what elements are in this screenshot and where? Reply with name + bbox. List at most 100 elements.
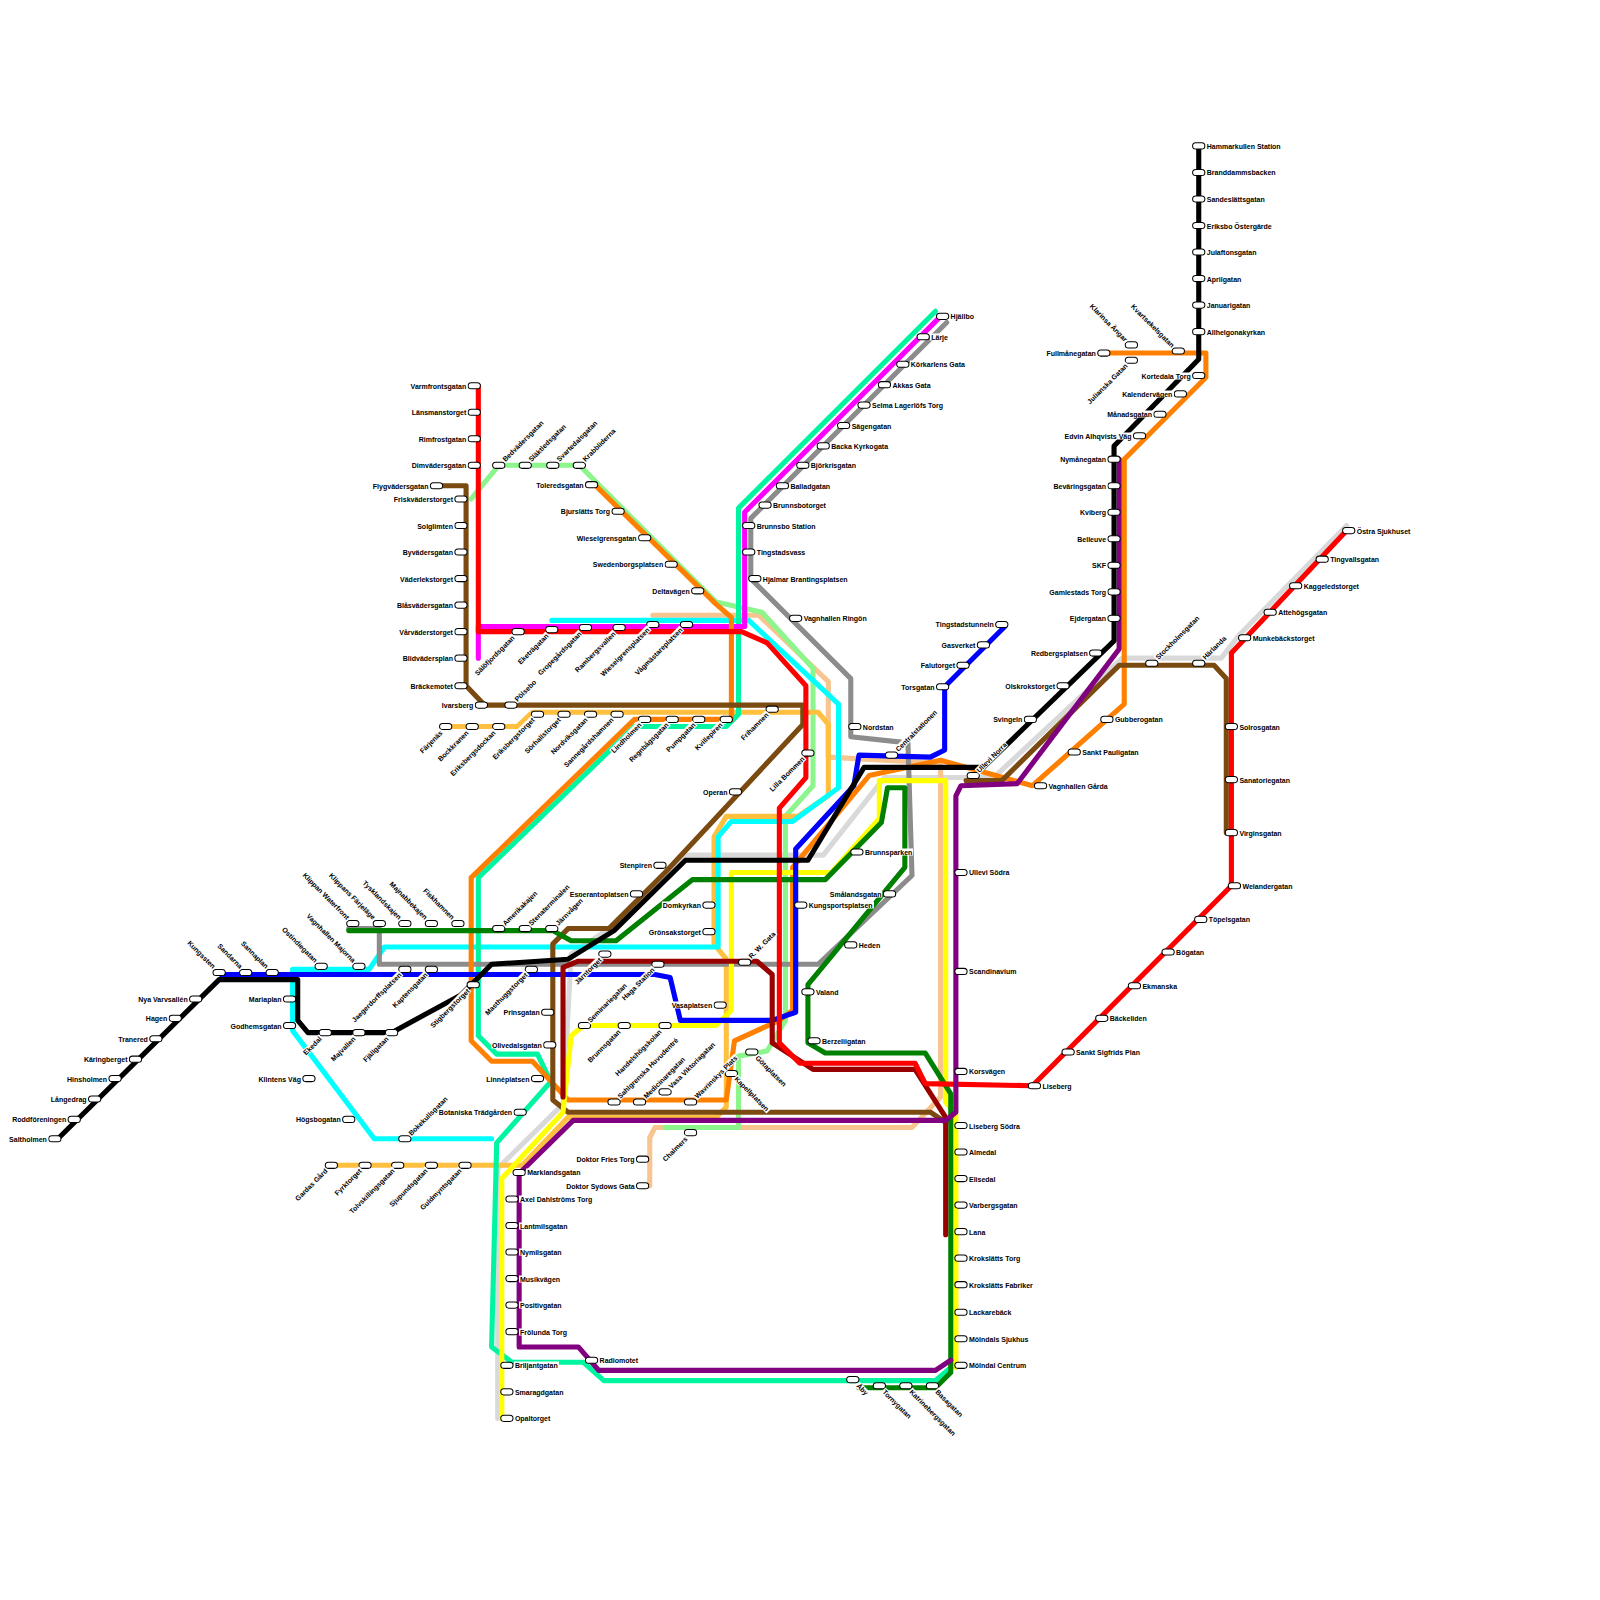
station-label: Seminariegatan: [586, 981, 629, 1024]
stop-marker: [1193, 660, 1205, 666]
station-label: Redbergsplatsen: [1030, 650, 1089, 657]
stop-marker: [468, 436, 480, 442]
stop-marker: [955, 1122, 967, 1128]
stop-marker: [1193, 143, 1205, 149]
station-label: Krokslätts Torg: [968, 1255, 1021, 1262]
station-label: Brunnsparken: [864, 849, 913, 856]
stop-marker: [652, 961, 664, 967]
station-label: Brunnsbotorget: [772, 502, 827, 509]
stop-marker: [618, 1022, 630, 1028]
station-label: Sannegårdshamnen: [562, 716, 616, 770]
station-label: Fullmånegatan: [1045, 350, 1096, 357]
stop-marker: [612, 508, 624, 514]
station-label: Krokslätts Fabriker: [968, 1281, 1034, 1288]
stop-marker: [440, 723, 452, 729]
stop-marker: [885, 752, 897, 758]
station-label: Stigbergstorget: [428, 986, 471, 1029]
stop-marker: [353, 963, 365, 969]
stop-marker: [955, 1176, 967, 1182]
stop-marker: [475, 702, 487, 708]
station-label: Dimvädersgatan: [411, 462, 467, 469]
stop-marker: [684, 1130, 696, 1136]
station-label: Briljantgatan: [514, 1362, 559, 1369]
station-label: Branddammsbacken: [1206, 169, 1277, 176]
station-label: Edvin Alhqvists Väg: [1064, 432, 1133, 439]
stop-marker: [1057, 683, 1069, 689]
stop-marker: [468, 409, 480, 415]
station-label: Hjällbo: [950, 313, 975, 320]
station-label: Prinsgatan: [503, 1009, 541, 1016]
stop-marker: [455, 683, 467, 689]
station-label: Brunnsgatan: [586, 1027, 623, 1064]
station-label: Valand: [815, 988, 840, 995]
stop-marker: [1062, 1049, 1074, 1055]
stop-marker: [797, 462, 809, 468]
station-label: Belleuve: [1076, 535, 1107, 542]
stop-marker: [319, 1030, 331, 1036]
stop-marker: [1174, 391, 1186, 397]
station-label: Torsgatan: [900, 683, 935, 690]
stop-marker: [1193, 222, 1205, 228]
stop-marker: [467, 982, 479, 988]
station-label: Pölsebo: [512, 678, 538, 704]
stop-marker: [955, 1362, 967, 1368]
stop-marker: [739, 959, 751, 965]
station-label: Welandergatan: [1241, 882, 1293, 889]
station-label: Godhemsgatan: [230, 1022, 283, 1029]
station-label: Bedvädersgatan: [500, 419, 545, 464]
stop-marker: [399, 920, 411, 926]
station-label: Månadsgatan: [1106, 411, 1153, 418]
stop-marker: [630, 891, 642, 897]
stop-marker: [802, 750, 814, 756]
stop-marker: [425, 920, 437, 926]
tram-line: [58, 146, 1199, 1139]
station-label: Varbergsgatan: [968, 1202, 1019, 1209]
station-label: Olivedalsgatan: [491, 1041, 543, 1048]
stop-marker: [455, 549, 467, 555]
station-label: Vårväderstorget: [398, 628, 454, 635]
station-label: Aprilgatan: [1206, 275, 1243, 282]
stop-marker: [1028, 1083, 1040, 1089]
station-label: Kungsportsplatsen: [808, 902, 874, 909]
station-label: Ullevi Södra: [968, 869, 1010, 876]
stop-marker: [512, 629, 524, 635]
stop-marker: [955, 1202, 967, 1208]
stop-marker: [459, 1162, 471, 1168]
stop-marker: [1172, 348, 1184, 354]
stop-marker: [1316, 556, 1328, 562]
stop-marker: [1225, 830, 1237, 836]
station-label: R. W. Gata: [746, 930, 777, 961]
stop-marker: [955, 1068, 967, 1074]
station-label: Jaegerdorffsplatsen: [350, 971, 404, 1025]
stop-marker: [802, 989, 814, 995]
stop-marker: [1193, 196, 1205, 202]
station-label: Doktor Fries Torg: [575, 1156, 635, 1163]
station-label: Lilla Bommen: [768, 755, 807, 794]
stop-marker: [506, 1276, 518, 1282]
station-label: Nymilsgatan: [519, 1249, 563, 1256]
stop-marker: [817, 443, 829, 449]
stop-marker: [1195, 916, 1207, 922]
station-label: Solrosgatan: [1238, 723, 1280, 730]
station-label: Falutorget: [920, 662, 956, 669]
station-label: Ejdergatan: [1069, 615, 1107, 622]
stop-marker: [455, 655, 467, 661]
stop-marker: [977, 642, 989, 648]
stop-marker: [501, 1389, 513, 1395]
station-label: Stockholmsgatan: [1153, 614, 1201, 662]
station-label: Chalmers: [660, 1134, 689, 1163]
stop-marker: [399, 966, 411, 972]
station-label: Hagen: [145, 1015, 168, 1022]
stop-marker: [1108, 589, 1120, 595]
station-label: Gasverket: [941, 641, 977, 648]
station-label: Hinsholmen: [66, 1075, 108, 1082]
station-label: Körkarlens Gata: [910, 361, 966, 368]
station-label: Kvillepiren: [693, 721, 725, 753]
stop-marker: [385, 1030, 397, 1036]
stop-marker: [519, 462, 531, 468]
tram-line: [498, 526, 1347, 1419]
station-label: Bäckeliden: [1109, 1015, 1148, 1022]
station-label: Vagnhallen Ringön: [803, 615, 868, 622]
station-label: Julianska Gatan: [1086, 362, 1130, 406]
